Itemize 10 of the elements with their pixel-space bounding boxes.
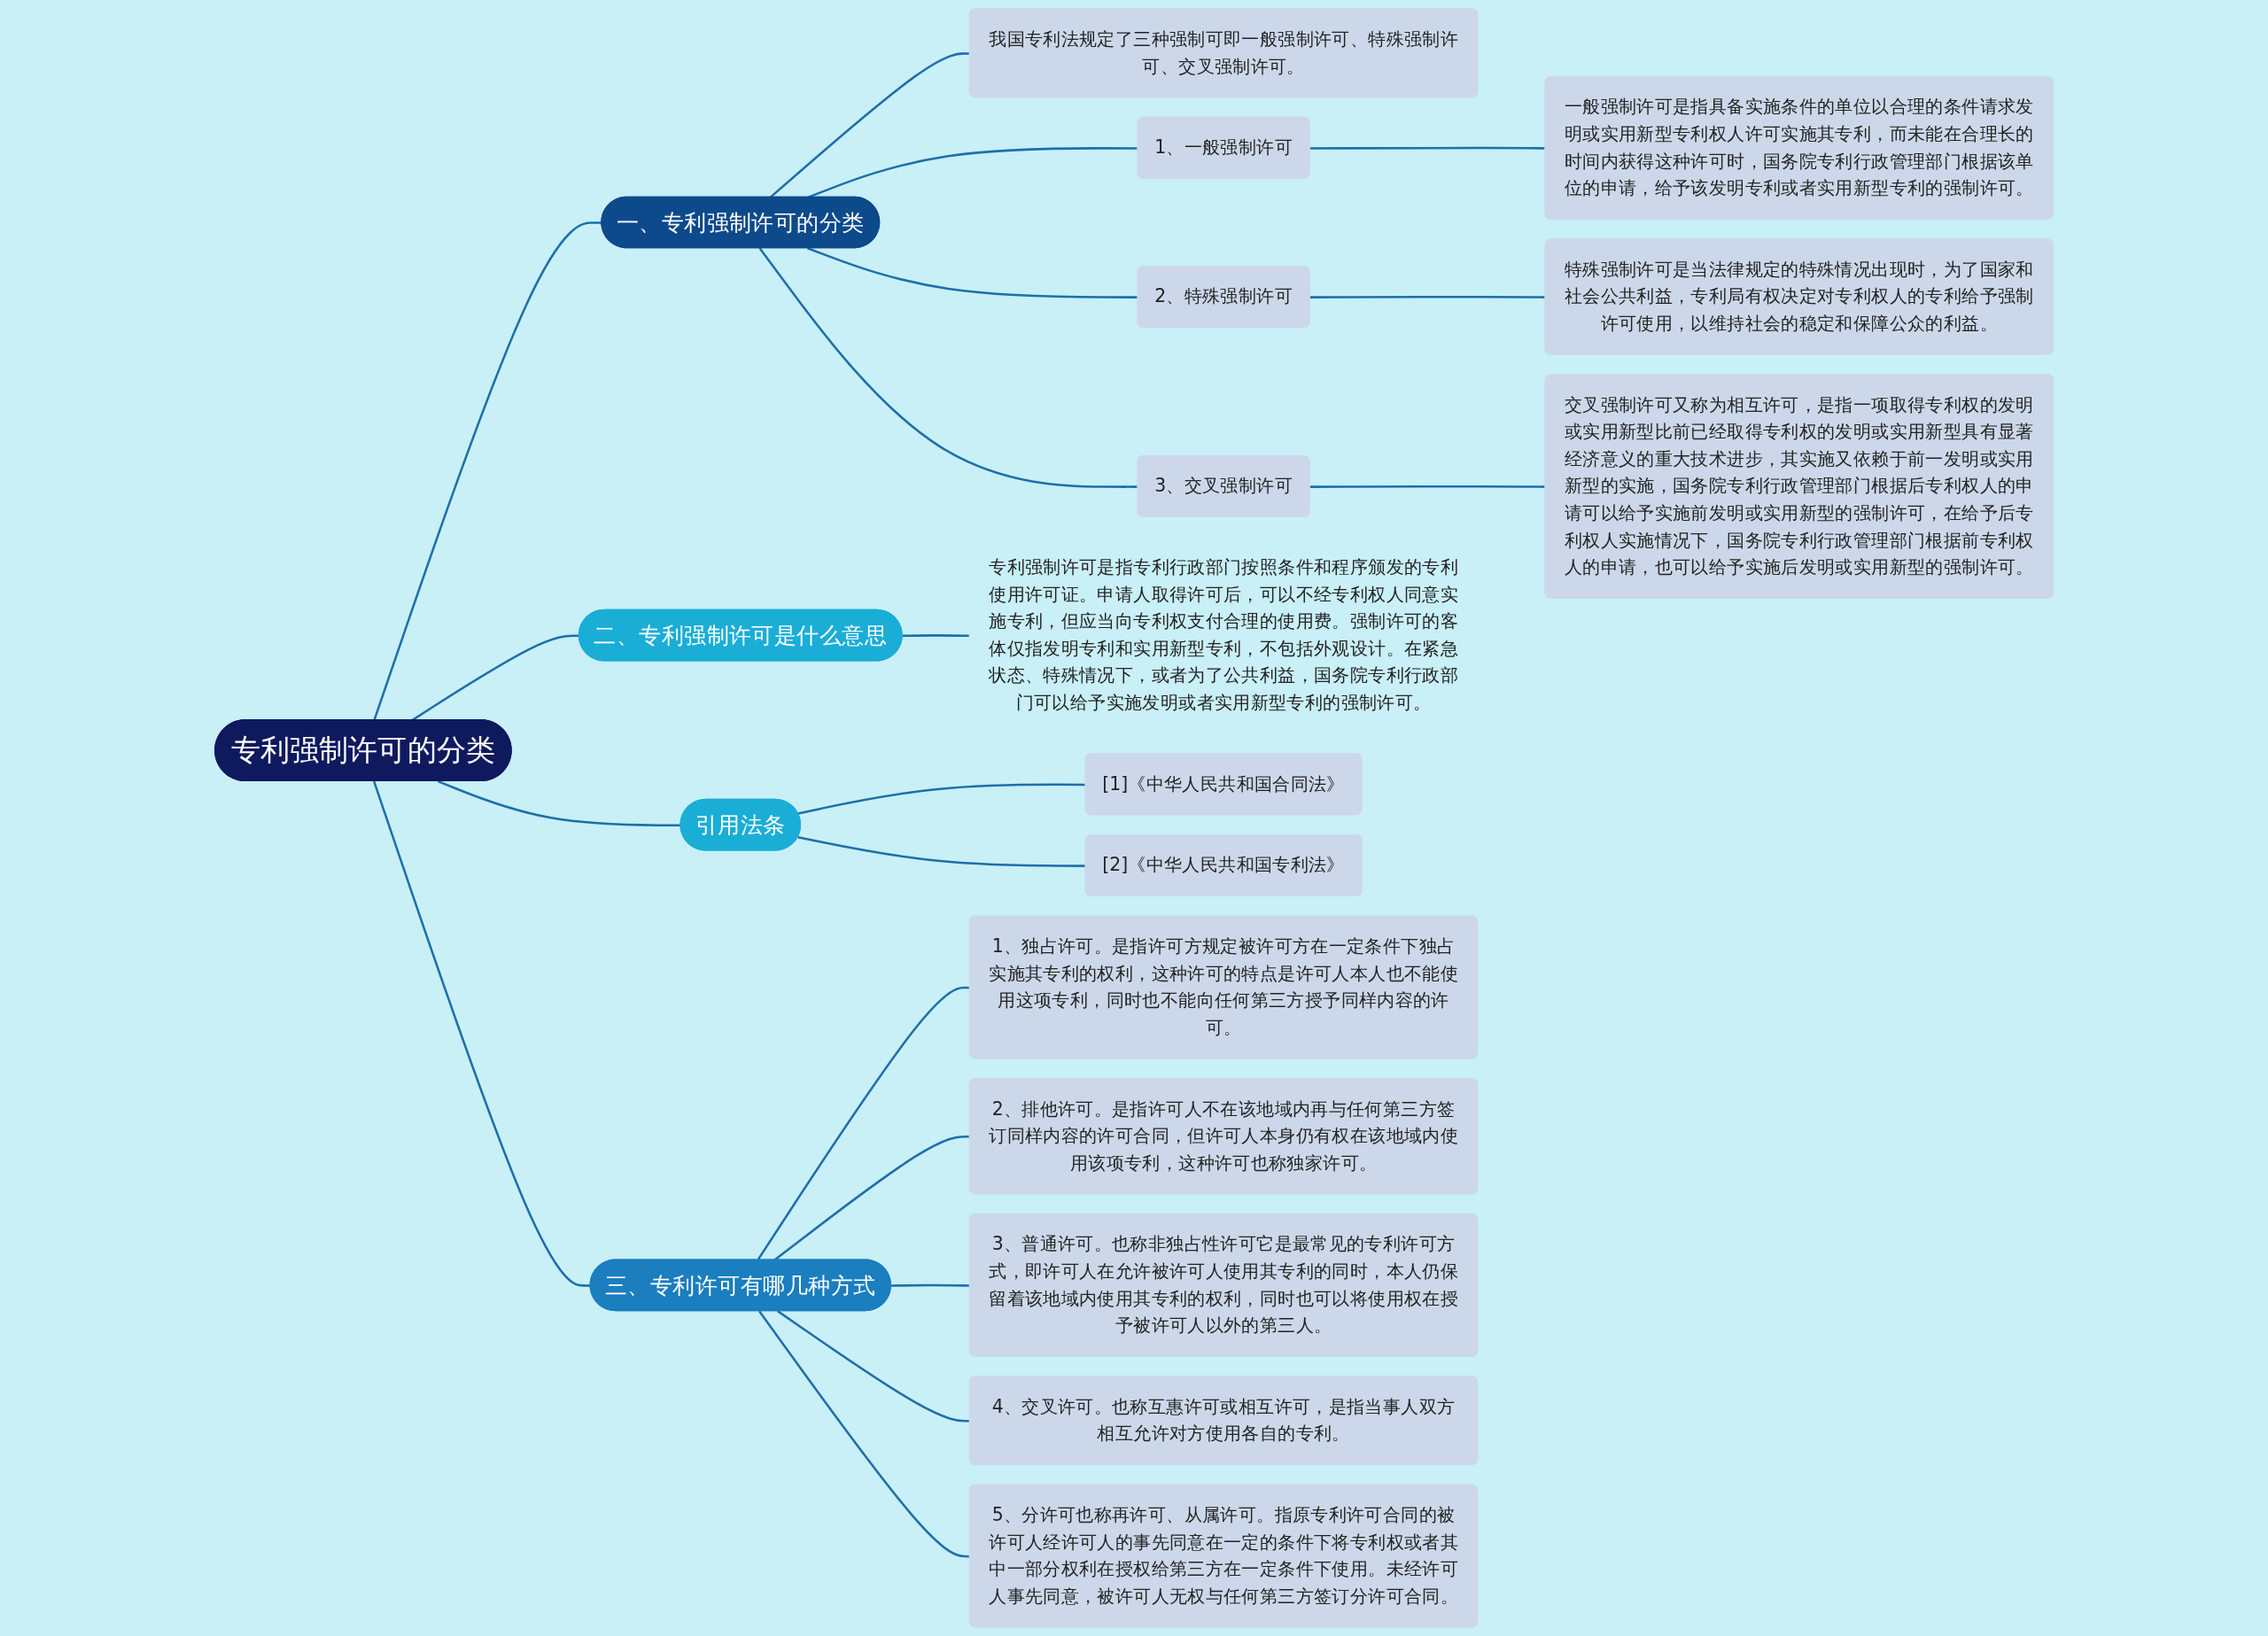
connector xyxy=(1309,485,1546,488)
node-text: 专利强制许可是指专利行政部门按照条件和程序颁发的专利使用许可证。申请人取得许可后，可以不经专利权人同意实施专利，但应当向专利权支付合理的使用费。强制许可的客体仅指发明专利和实用新型专利，不包括外观设计。在紧急状态、特殊情况下，或者为了公共利益，国务院专利行政部门可以给予实施发明或者实用新型专利的强制许可。 xyxy=(989,555,1459,714)
connector xyxy=(797,835,1086,867)
connector xyxy=(797,783,1086,815)
connector xyxy=(807,247,1138,299)
connector xyxy=(1309,295,1546,299)
connector xyxy=(758,247,1138,488)
connector xyxy=(438,779,681,827)
connector xyxy=(1309,146,1546,150)
connector xyxy=(373,780,591,1287)
